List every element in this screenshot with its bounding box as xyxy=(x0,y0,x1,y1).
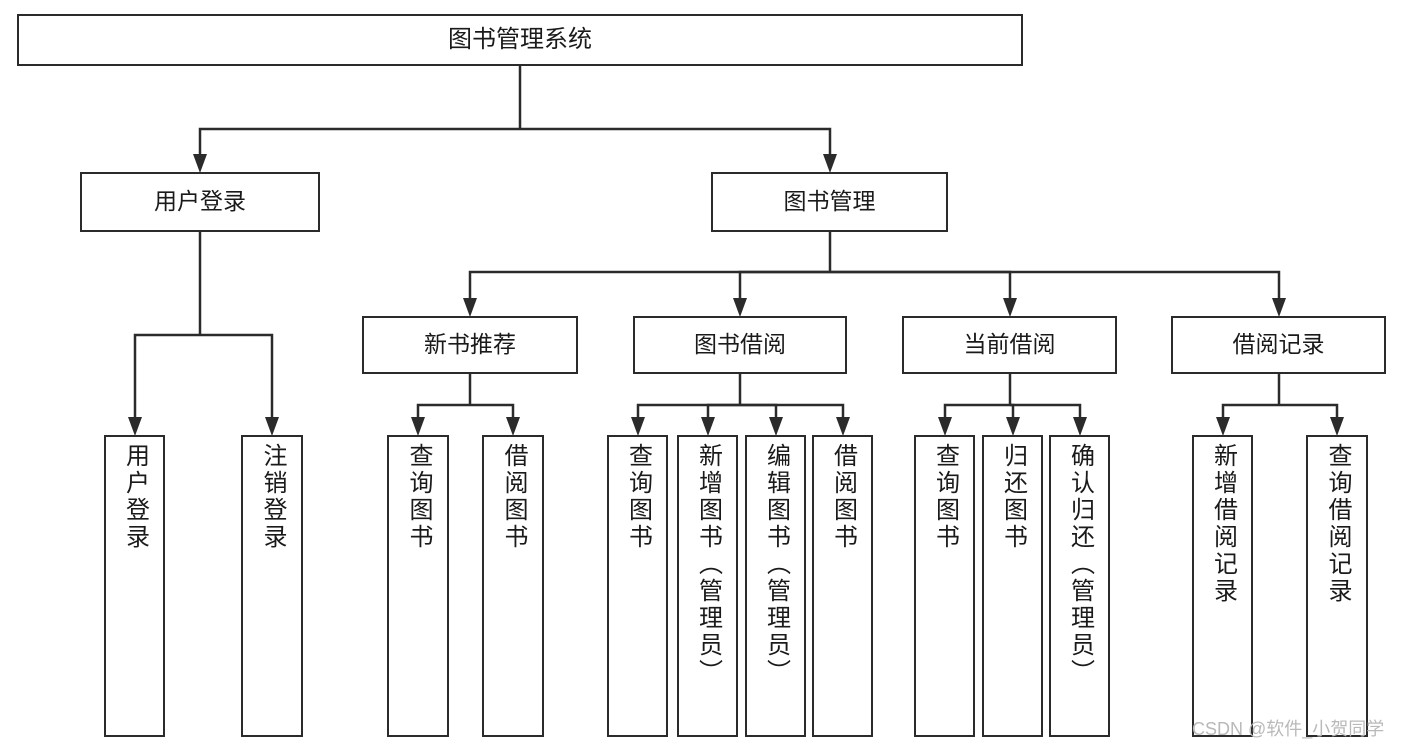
arrowhead-new-book-rec xyxy=(463,298,477,317)
connector-borrow-record-to-leaf-add-record xyxy=(1221,403,1279,424)
node-label-leaf-query-book-1: 查询图书 xyxy=(405,443,432,551)
node-label-current-borrow: 当前借阅 xyxy=(963,331,1056,358)
connector-root-to-book-manage xyxy=(520,127,832,161)
node-label-book-borrow: 图书借阅 xyxy=(694,331,786,358)
node-label-leaf-query-record: 查询借阅记录 xyxy=(1324,443,1351,605)
arrowhead-leaf-borrow-book-2 xyxy=(836,417,850,436)
node-label-leaf-user-login: 用户登录 xyxy=(121,443,149,551)
node-label-user-login: 用户登录 xyxy=(154,188,246,215)
node-root[interactable]: 图书管理系统 xyxy=(17,14,1023,66)
node-label-leaf-borrow-book-1: 借阅图书 xyxy=(500,443,527,551)
node-label-leaf-query-book-2: 查询图书 xyxy=(624,443,652,551)
node-label-leaf-confirm-return: 确认归还（管理员） xyxy=(1066,443,1094,686)
node-leaf-edit-book[interactable]: 编辑图书（管理员） xyxy=(745,435,806,737)
node-leaf-borrow-book-1[interactable]: 借阅图书 xyxy=(482,435,544,737)
node-leaf-query-book-3[interactable]: 查询图书 xyxy=(914,435,975,737)
node-user-login[interactable]: 用户登录 xyxy=(80,172,320,232)
node-label-leaf-query-book-3: 查询图书 xyxy=(931,443,959,551)
arrowhead-leaf-query-book-2 xyxy=(631,417,645,436)
node-leaf-confirm-return[interactable]: 确认归还（管理员） xyxy=(1049,435,1110,737)
arrowhead-leaf-add-record xyxy=(1216,417,1230,436)
node-leaf-query-record[interactable]: 查询借阅记录 xyxy=(1306,435,1368,737)
arrowhead-leaf-add-book xyxy=(701,417,715,436)
connector-new-book-rec-to-leaf-query-book-1 xyxy=(416,403,470,424)
node-label-leaf-logout: 注销登录 xyxy=(259,443,286,551)
node-leaf-logout[interactable]: 注销登录 xyxy=(241,435,303,737)
edge-group xyxy=(128,66,1344,436)
node-leaf-borrow-book-2[interactable]: 借阅图书 xyxy=(812,435,873,737)
node-borrow-record[interactable]: 借阅记录 xyxy=(1171,316,1386,374)
connector-user-login-to-leaf-user-login xyxy=(133,333,200,424)
node-label-leaf-edit-book: 编辑图书（管理员） xyxy=(762,443,790,686)
node-leaf-return-book[interactable]: 归还图书 xyxy=(982,435,1043,737)
node-label-leaf-return-book: 归还图书 xyxy=(999,443,1027,551)
arrowhead-leaf-return-book xyxy=(1006,417,1020,436)
node-leaf-query-book-1[interactable]: 查询图书 xyxy=(387,435,449,737)
connector-book-manage-to-current-borrow xyxy=(830,270,1012,305)
arrowhead-book-borrow xyxy=(733,298,747,317)
arrowhead-user-login xyxy=(193,154,207,173)
connector-book-borrow-to-leaf-borrow-book-2 xyxy=(740,403,845,424)
node-leaf-add-book[interactable]: 新增图书（管理员） xyxy=(677,435,738,737)
connector-current-borrow-to-leaf-query-book-3 xyxy=(943,403,1010,424)
node-leaf-user-login[interactable]: 用户登录 xyxy=(104,435,165,737)
node-leaf-add-record[interactable]: 新增借阅记录 xyxy=(1192,435,1253,737)
arrowhead-leaf-edit-book xyxy=(769,417,783,436)
node-book-borrow[interactable]: 图书借阅 xyxy=(633,316,847,374)
connector-root-to-user-login xyxy=(198,127,520,161)
arrowhead-leaf-user-login xyxy=(128,417,142,436)
node-label-leaf-borrow-book-2: 借阅图书 xyxy=(829,443,857,551)
arrowhead-book-manage xyxy=(823,154,837,173)
connector-borrow-record-to-leaf-query-record xyxy=(1279,403,1339,424)
connector-book-manage-to-book-borrow xyxy=(738,270,830,305)
node-leaf-query-book-2[interactable]: 查询图书 xyxy=(607,435,668,737)
node-new-book-rec[interactable]: 新书推荐 xyxy=(362,316,578,374)
arrowhead-leaf-query-book-1 xyxy=(411,417,425,436)
node-label-book-manage: 图书管理 xyxy=(783,188,876,215)
node-book-manage[interactable]: 图书管理 xyxy=(711,172,948,232)
arrowhead-leaf-query-book-3 xyxy=(938,417,952,436)
connector-book-manage-to-borrow-record xyxy=(830,270,1281,305)
arrowhead-leaf-logout xyxy=(265,417,279,436)
node-label-leaf-add-book: 新增图书（管理员） xyxy=(694,443,722,686)
connector-current-borrow-to-leaf-confirm-return xyxy=(1010,403,1082,424)
connector-user-login-to-leaf-logout xyxy=(200,333,274,424)
node-label-borrow-record: 借阅记录 xyxy=(1232,331,1325,358)
arrowhead-current-borrow xyxy=(1003,298,1017,317)
arrowhead-leaf-query-record xyxy=(1330,417,1344,436)
connector-book-manage-to-new-book-rec xyxy=(468,270,830,305)
arrowhead-borrow-record xyxy=(1272,298,1286,317)
watermark-label: CSDN @软件_小贺同学 xyxy=(1192,719,1385,739)
connector-book-borrow-to-leaf-query-book-2 xyxy=(636,403,740,424)
arrowhead-leaf-confirm-return xyxy=(1073,417,1087,436)
node-label-leaf-add-record: 新增借阅记录 xyxy=(1209,443,1237,605)
connector-new-book-rec-to-leaf-borrow-book-1 xyxy=(470,403,515,424)
node-current-borrow[interactable]: 当前借阅 xyxy=(902,316,1117,374)
node-label-root: 图书管理系统 xyxy=(448,25,592,53)
arrowhead-leaf-borrow-book-1 xyxy=(506,417,520,436)
node-label-new-book-rec: 新书推荐 xyxy=(424,331,516,358)
